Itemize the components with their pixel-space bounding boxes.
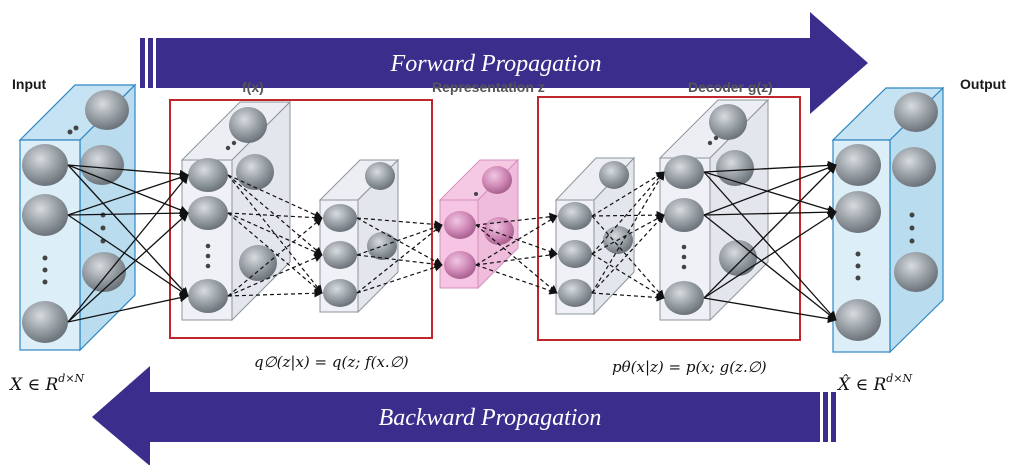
input-space-formula: X ∈ Rd×N bbox=[8, 372, 85, 395]
input-label: Input bbox=[12, 76, 47, 92]
connections-latent-to-decoder bbox=[475, 212, 558, 295]
forward-propagation-label: Forward Propagation bbox=[390, 51, 602, 77]
connections-input-to-encoder bbox=[67, 164, 189, 323]
representation-label: Representation z bbox=[432, 79, 545, 95]
backward-propagation-label: Backward Propagation bbox=[379, 405, 602, 431]
output-label: Output bbox=[960, 76, 1006, 92]
decoder-hidden-layer-2 bbox=[658, 98, 770, 322]
decoder-box bbox=[537, 96, 801, 341]
connections-decoder-1-to-2 bbox=[591, 171, 665, 302]
encoder-hidden-layer-1 bbox=[180, 100, 292, 322]
input-layer bbox=[18, 83, 137, 352]
encoder-hidden-layer-2 bbox=[318, 158, 400, 314]
encoder-formula: q∅(z|x) = q(z; f(x.∅) bbox=[254, 353, 409, 371]
output-layer bbox=[831, 86, 945, 354]
decoder-hidden-layer-1 bbox=[554, 156, 636, 316]
output-space-formula: X̂ ∈ Rd×N bbox=[836, 372, 913, 395]
encoder-label-partial: f(x) bbox=[242, 79, 264, 95]
latent-layer bbox=[438, 158, 520, 290]
connections-decoder-to-output bbox=[703, 160, 837, 324]
connections-encoder-1-to-2 bbox=[227, 174, 323, 298]
decoder-label: Decoder g(z) bbox=[688, 79, 773, 95]
decoder-formula: pθ(x|z) = p(x; g(z.∅) bbox=[612, 358, 767, 376]
encoder-box bbox=[169, 99, 433, 339]
forward-propagation-arrow: Forward Propagation bbox=[140, 12, 868, 114]
connections-encoder-to-latent bbox=[356, 217, 443, 294]
backward-propagation-arrow: Backward Propagation bbox=[92, 366, 836, 465]
